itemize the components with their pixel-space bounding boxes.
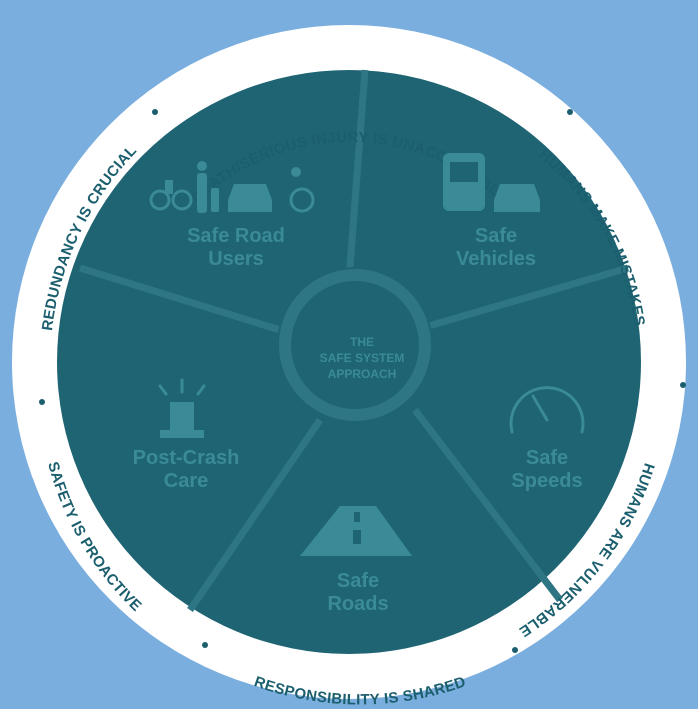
speeds-line-2: Speeds [511, 470, 582, 492]
bicycle-wheel [171, 189, 193, 211]
divider-right [414, 264, 629, 334]
car-shape [494, 184, 540, 212]
wheelchair-head [291, 167, 301, 177]
vehicles-icon [443, 153, 540, 212]
road-users-icon [149, 161, 315, 213]
segment-post-crash-care: Post-Crash Care [133, 378, 240, 492]
segment-safe-road-users: Safe Road Users [149, 161, 315, 270]
ring-dot [202, 642, 208, 648]
ring-dot [152, 109, 158, 115]
road-users-line-1: Safe Road [187, 225, 285, 247]
road-lane-mark [354, 512, 360, 522]
car-shape [228, 184, 272, 212]
segment-safe-roads: Safe Roads [300, 506, 412, 615]
roads-line-2: Roads [327, 593, 388, 615]
ring-dot [512, 647, 518, 653]
center-hub [277, 267, 433, 423]
road-users-line-2: Users [208, 248, 264, 270]
ring-dot [567, 109, 573, 115]
siren-icon [158, 378, 206, 438]
vehicles-line-1: Safe [475, 225, 517, 247]
segment-safe-speeds: Safe Speeds [509, 386, 585, 492]
bicycle-wheel [149, 189, 171, 211]
pedestrian-body [197, 173, 207, 213]
post-crash-line-1: Post-Crash [133, 447, 240, 469]
post-crash-line-2: Care [164, 470, 208, 492]
ring-dot [39, 399, 45, 405]
divider-top [345, 69, 369, 281]
divider-left [78, 264, 282, 334]
bus-window [450, 162, 478, 182]
divider-lowleft [187, 418, 323, 612]
siren-ray [196, 384, 206, 396]
speedometer-icon [509, 386, 585, 434]
segment-safe-vehicles: Safe Vehicles [443, 153, 540, 270]
speeds-line-1: Safe [526, 447, 568, 469]
center-line-3: APPROACH [328, 367, 397, 381]
roads-line-1: Safe [337, 570, 379, 592]
center-ring [279, 269, 431, 421]
pedestrian-head [197, 161, 207, 171]
ring-dot [680, 382, 686, 388]
center-line-1: THE [350, 335, 374, 349]
speedometer-needle [531, 394, 549, 422]
child-body [211, 188, 219, 212]
siren-body [170, 402, 194, 430]
segment-dividers [78, 69, 629, 612]
center-line-2: SAFE SYSTEM [320, 351, 405, 365]
wheelchair-wheel [289, 187, 315, 213]
speedometer-arc [509, 386, 585, 434]
ring-separators [39, 109, 686, 653]
road-lane-mark [353, 530, 361, 544]
siren-base [160, 430, 204, 438]
siren-ray [158, 384, 168, 396]
divider-lowright [412, 407, 563, 603]
cyclist-body [165, 180, 173, 194]
vehicles-line-2: Vehicles [456, 248, 536, 270]
